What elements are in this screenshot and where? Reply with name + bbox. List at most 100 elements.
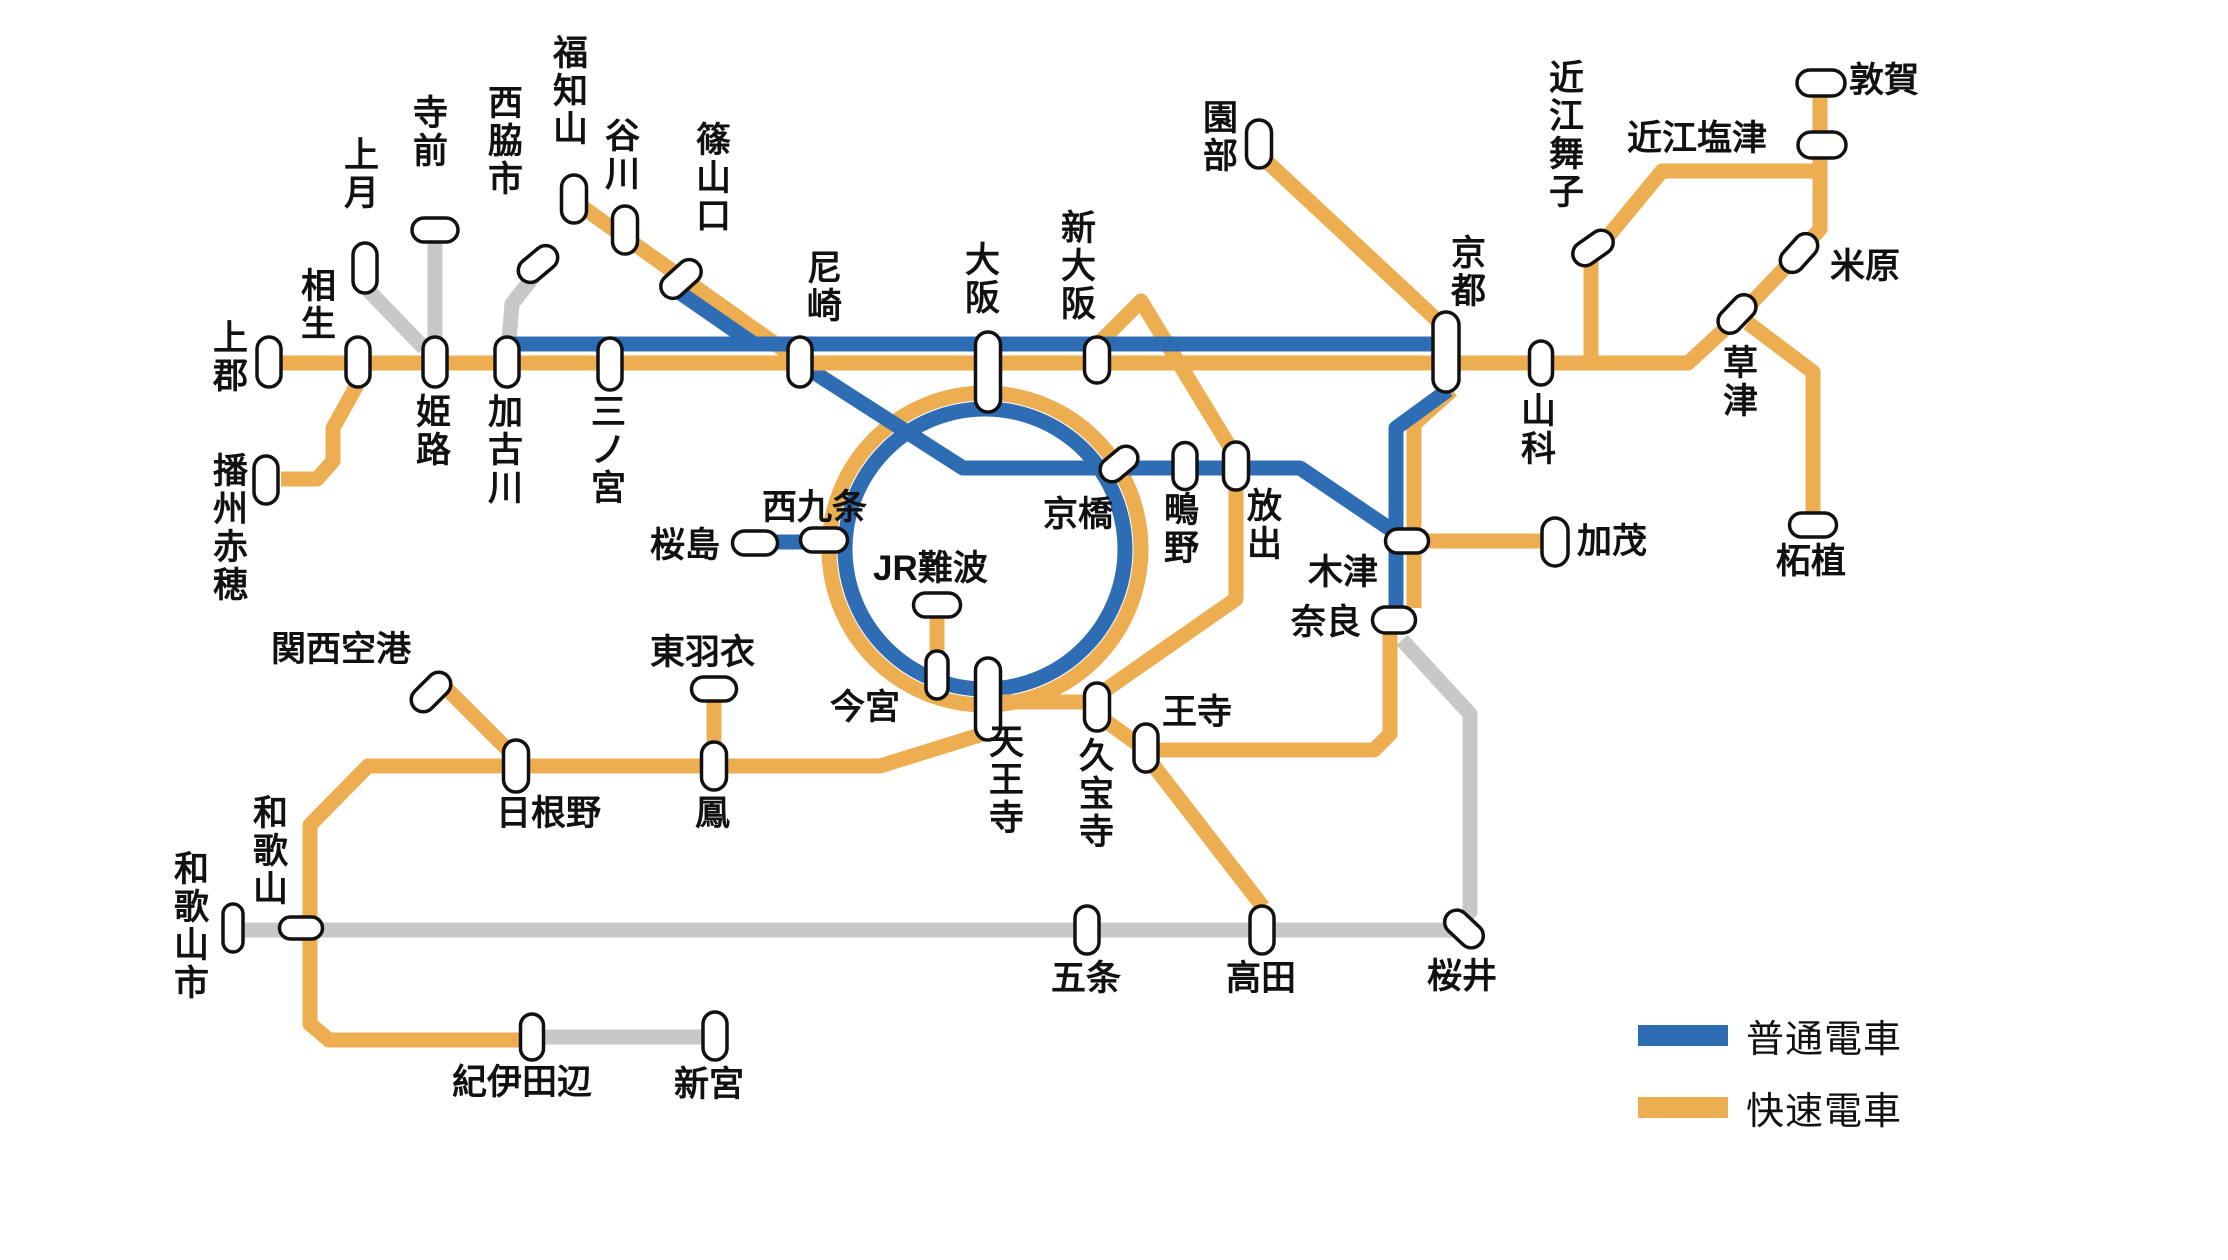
station-tennoji-label: 天王寺 [989, 723, 1024, 838]
station-hanaten-label: 放出 [1247, 487, 1282, 564]
station-shingu-marker [701, 1010, 729, 1062]
station-himeji-label: 姫路 [416, 393, 452, 470]
station-kyuhoji-label: 久宝寺 [1079, 737, 1114, 852]
station-kamigori-marker [255, 335, 283, 389]
station-amagasaki-label: 尼崎 [807, 249, 842, 326]
station-aioi-marker [344, 335, 372, 389]
line-kosei [1583, 163, 1814, 363]
local-line-swatch [1638, 1025, 1728, 1046]
line-nara-line-rapid [1406, 384, 1458, 608]
station-sasayamaguchi-marker [659, 257, 703, 301]
station-kizu-label: 木津 [1308, 553, 1378, 592]
station-shigino-label: 鴫野 [1164, 491, 1199, 568]
station-kusatsu-marker [1716, 293, 1758, 335]
station-banshu-ako-label: 播州赤穂 [213, 452, 249, 605]
station-tanikawa-marker [610, 204, 640, 256]
station-sonobe-marker [1244, 118, 1274, 170]
station-nara-label: 奈良 [1290, 603, 1361, 642]
station-aioi-label: 相生 [301, 267, 336, 344]
station-amagasaki-marker [786, 335, 814, 389]
station-kozuki-marker [351, 241, 379, 295]
station-kansai-airport-label: 関西空港 [271, 630, 412, 669]
line-wakayama-rapid [1144, 756, 1269, 912]
station-teramae-label: 寺前 [413, 94, 448, 171]
station-gojo-label: 五条 [1051, 959, 1121, 998]
line-kusatsu-line [1743, 317, 1821, 513]
station-nishikujo-marker [798, 526, 850, 554]
line-hanwa [302, 726, 986, 1048]
station-hineno-label: 日根野 [496, 794, 601, 833]
station-omi-shiotsu-marker [1796, 130, 1848, 160]
station-kyuhoji-marker [1082, 681, 1112, 733]
station-tsuruga-marker [1795, 68, 1847, 98]
line-sagano [1256, 151, 1444, 327]
station-kizu-marker [1383, 527, 1431, 555]
station-wakayamashi-label: 和歌山市 [174, 850, 210, 1003]
station-shigino-marker [1171, 440, 1199, 492]
station-takada-label: 高田 [1226, 959, 1296, 998]
line-kakogawa-line [501, 272, 539, 341]
station-jr-namba-marker [911, 591, 963, 619]
station-kamigori-label: 上郡 [212, 319, 248, 396]
station-hanaten-marker [1221, 440, 1251, 492]
legend-row-rapid: 快速電車 [1638, 1080, 1902, 1135]
station-kakogawa-marker [493, 335, 521, 389]
station-kansai-airport-marker [409, 670, 453, 714]
station-kyobashi-label: 京橋 [1043, 494, 1114, 534]
station-tennoji-marker [973, 656, 1003, 742]
station-kii-tanabe-marker [518, 1012, 546, 1062]
station-nishiwakishi-marker [516, 243, 560, 285]
station-otori-label: 鳳 [695, 794, 730, 833]
station-nara-marker [1370, 605, 1418, 635]
station-kozuki-label: 上月 [344, 136, 379, 213]
line-yamatoji-east [1098, 634, 1398, 758]
station-tsuge-marker [1787, 511, 1839, 539]
station-oji-marker [1132, 722, 1160, 774]
station-shin-osaka-marker [1082, 335, 1112, 385]
legend-label-local: 普通電車 [1746, 1019, 1903, 1061]
station-wakayama-marker [277, 915, 325, 941]
station-yamashina-label: 山科 [1521, 392, 1556, 469]
station-omi-maiko-marker [1571, 228, 1615, 268]
station-tsuruga-label: 敦賀 [1849, 61, 1919, 100]
station-omi-maiko-label: 近江舞子 [1549, 59, 1584, 212]
station-kamo-marker [1540, 516, 1570, 568]
station-sonobe-label: 園部 [1203, 99, 1238, 176]
station-sakurai-marker [1442, 908, 1486, 950]
station-omi-shiotsu-label: 近江塩津 [1627, 119, 1767, 158]
station-takada-marker [1248, 904, 1276, 956]
station-oji-label: 王寺 [1162, 693, 1232, 732]
station-fukuchiyama-marker [559, 173, 589, 225]
station-maibara-marker [1778, 231, 1820, 275]
station-osaka-marker [973, 330, 1003, 414]
station-kamo-label: 加茂 [1577, 522, 1647, 561]
station-tsuge-label: 柘植 [1776, 542, 1846, 581]
station-maibara-label: 米原 [1830, 247, 1900, 286]
legend-row-local: 普通電車 [1638, 1008, 1902, 1063]
station-wakayamashi-marker [221, 902, 245, 954]
station-kakogawa-label: 加古川 [488, 393, 523, 508]
station-sasayamaguchi-label: 篠山口 [696, 121, 731, 236]
station-hineno-marker [501, 738, 531, 794]
station-kyoto-marker [1431, 310, 1461, 394]
station-banshu-ako-marker [252, 454, 280, 506]
station-teramae-marker [410, 216, 460, 244]
legend: 普通電車 快速電車 [1638, 1008, 1902, 1135]
line-kishin [362, 284, 430, 354]
station-shingu-label: 新宮 [674, 1065, 744, 1104]
station-gojo-marker [1073, 904, 1101, 956]
line-ako-line [281, 381, 364, 487]
station-nishiwakishi-label: 西脇市 [488, 84, 523, 199]
station-sannomiya-marker [596, 336, 624, 392]
legend-label-rapid: 快速電車 [1746, 1091, 1903, 1133]
station-sakurajima-marker [730, 529, 780, 557]
line-fukuchiyama-local [668, 281, 759, 351]
station-otori-marker [699, 740, 729, 792]
station-tanikawa-label: 谷川 [605, 117, 640, 194]
station-himeji-marker [421, 335, 449, 389]
station-kyobashi-marker [1098, 444, 1140, 484]
station-shin-osaka-label: 新大阪 [1061, 209, 1096, 324]
station-yamashina-marker [1527, 339, 1555, 387]
